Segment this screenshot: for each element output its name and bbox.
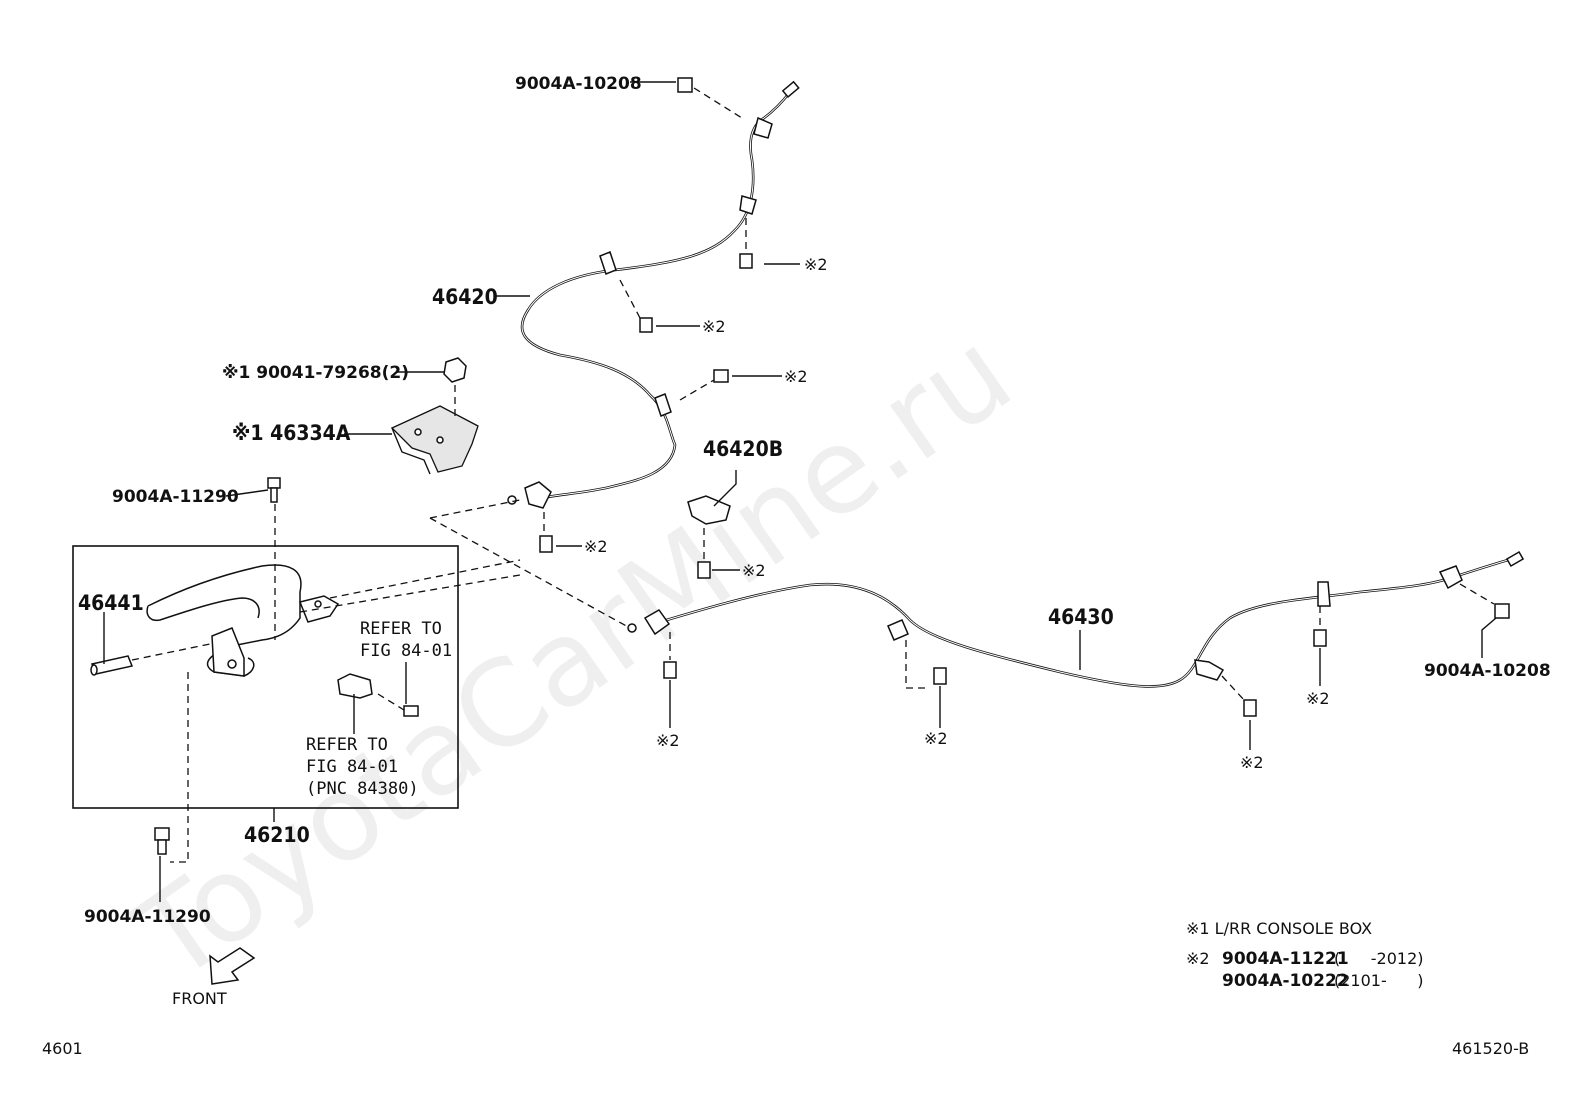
bolt-n2-f [663,632,677,679]
label-bolt-lever-bottom: 9004A-11290 [84,907,211,927]
label-46420B: 46420B [703,437,783,461]
legend-note2-mark: ※2 [1186,949,1210,968]
refer2-line3: (PNC 84380) [306,779,419,799]
front-label: FRONT [172,989,227,1008]
label-46420: 46420 [432,285,498,309]
legend-range2: (2101- ) [1334,971,1424,990]
label-bolt-lever-top: 9004A-11290 [112,487,239,507]
note2-mark-e: ※2 [742,561,766,580]
bolt-9004A-11290-top [267,477,281,503]
refer2-line1: REFER TO [306,735,388,755]
note2-mark-i: ※2 [1306,689,1330,708]
label-nut: ※1 90041-79268(2) [222,363,409,383]
legend-note1: ※1 L/RR CONSOLE BOX [1186,919,1372,938]
leader-lines [103,81,1497,902]
bolt-n2-c [679,369,729,401]
bolt-top-9004A-10208 [677,77,743,119]
label-46334A: ※1 46334A [232,421,351,445]
page-code-right: 461520-B [1452,1039,1529,1058]
bolt-9004A-11290-bottom [154,827,170,855]
label-bolt-top: 9004A-10208 [515,74,642,94]
front-arrow-icon [209,947,256,985]
refer1-line1: REFER TO [360,619,442,639]
switch-refer [337,673,419,717]
watermark: ToyotaCarMine.ru [111,304,1035,1009]
front-cable-46420 [507,80,800,509]
legend-part2: 9004A-10222 [1222,971,1349,991]
label-46430: 46430 [1048,605,1114,629]
note2-mark-c: ※2 [784,367,808,386]
bracket-46334A [390,405,479,475]
refer2-line2: FIG 84-01 [306,757,398,777]
bolt-n2-e [697,528,711,579]
rear-cable-46430 [627,551,1525,688]
note2-mark-d: ※2 [584,537,608,556]
note2-mark-f: ※2 [656,731,680,750]
bolt-n2-a [739,218,753,269]
note2-mark-h: ※2 [1240,753,1264,772]
refer1-line2: FIG 84-01 [360,641,452,661]
bolt-n2-d [539,512,553,553]
grip-46441 [90,655,134,676]
legend-range1: ( -2012) [1334,949,1424,968]
legend: ※1 L/RR CONSOLE BOX ※2 9004A-11221 ( -20… [1186,919,1424,991]
lever-46210 [146,564,340,677]
label-46210: 46210 [244,823,310,847]
note2-mark-b: ※2 [702,317,726,336]
bolt-right-9004A-10208 [1459,583,1510,619]
note2-mark-g: ※2 [924,729,948,748]
clamp-46420B [687,495,731,525]
bolt-n2-h [1221,675,1257,717]
label-46441: 46441 [78,591,144,615]
bolt-n2-g [905,640,947,689]
note2-mark-a: ※2 [804,255,828,274]
label-bolt-right: 9004A-10208 [1424,661,1551,681]
nut-90041-79268 [443,357,467,383]
small-bolts [539,77,1510,717]
bolt-n2-i [1313,606,1327,647]
lever-assembly-box [72,545,459,809]
bolt-n2-b [619,279,653,333]
page-code-left: 4601 [42,1039,83,1058]
legend-part1: 9004A-11221 [1222,949,1349,969]
